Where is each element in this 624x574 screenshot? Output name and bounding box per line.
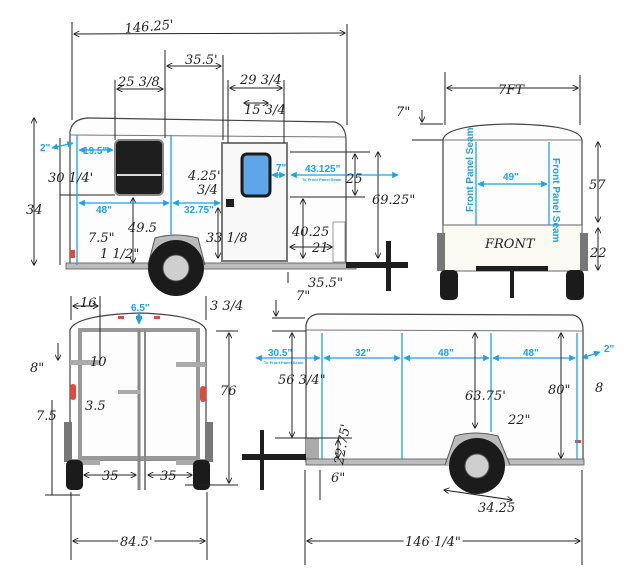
dim-latch-offset: 4.25' — [187, 169, 221, 184]
dim-front-upper-height: 57 — [589, 178, 606, 193]
dim-front-to-seam: 30.5" — [268, 348, 292, 359]
dim-front-lower-height: 22 — [589, 246, 607, 261]
dim-door-window-width: 15 3/4 — [244, 103, 286, 118]
front-box — [306, 438, 319, 462]
dim-panel-1: 32" — [355, 348, 371, 359]
dim-front-overhang: 6" — [331, 471, 345, 486]
front-lower-panel — [442, 224, 583, 272]
front-wheel-right — [566, 270, 584, 300]
dim-fender-span: 34.25 — [478, 501, 515, 516]
dim-side2-roof-height: 7" — [296, 289, 310, 304]
hinge — [70, 460, 100, 465]
side-view: 146.25' 35.5' 25 3/8 29 3/4 15 3/4 2" 19… — [26, 18, 415, 296]
dim-seam-spacing: 49" — [503, 172, 519, 183]
rear-view: 16 6.5" 3 3/4 8" 10 3.5 7.5 76 35 35 84.… — [30, 296, 243, 560]
dim-left-door-width: 35 — [102, 469, 119, 484]
dim-hinge-offset: 16 — [80, 296, 97, 311]
front-panel-label: FRONT — [484, 237, 536, 252]
dim-fender-width: 22" — [507, 413, 531, 428]
dim-overall-width: 84.5' — [120, 535, 153, 550]
side-view-2: 7" 30.5" To Front Panel Seam 32" 48" 48"… — [242, 289, 615, 565]
front-fender-right — [580, 233, 588, 271]
dim-door-to-front-seam: 43.125" — [305, 164, 341, 175]
dim-hinge-length: 10 — [90, 355, 107, 370]
jack-post — [386, 241, 391, 291]
dim-rail-height: 1 1/2" — [100, 247, 139, 262]
front-wheel-left — [440, 270, 458, 300]
dim-latch-height: 33 1/8 — [206, 231, 248, 246]
dim-window-to-door: 35.5' — [185, 53, 218, 68]
dim-front-roof-height: 7" — [396, 105, 410, 120]
roof-seam — [69, 134, 347, 138]
door-handle — [118, 390, 140, 394]
dim-window-width: 25 3/8 — [117, 75, 160, 90]
dim-light-height: 7.5" — [88, 231, 115, 246]
dim-roof-offset: 2" — [40, 143, 51, 154]
front-fender-left — [437, 233, 445, 271]
door-latch — [226, 199, 234, 207]
dim-door-window-height: 25 — [345, 172, 363, 187]
dim-rear-to-window: 19.5" — [83, 146, 107, 157]
rear-light-left — [70, 384, 76, 400]
rear-wheel-right — [193, 460, 210, 490]
door-window — [240, 152, 272, 198]
dim-overall-length: 146.25' — [124, 18, 174, 37]
note-side2-to-front-panel-seam: To Front Panel Seam — [264, 360, 304, 365]
dim-light-width: 3.5 — [85, 399, 106, 414]
dim-latch-small: 3/4 — [197, 183, 218, 198]
dim-light-height: 7.5 — [36, 409, 57, 424]
dim-front-width: 7FT — [498, 83, 525, 98]
hinge — [176, 460, 206, 465]
note-to-front-panel-seam: To Front Panel Seam — [302, 177, 342, 182]
dim-rear-height: 8 — [595, 381, 603, 396]
front-box — [332, 221, 346, 263]
front-hitch — [510, 268, 514, 298]
dim-rear-door-height: 76 — [220, 384, 237, 399]
rear-light-right — [200, 386, 206, 402]
dim-panel-3: 48" — [523, 348, 539, 359]
side2-jack-post — [260, 430, 264, 490]
dim-light-spacing: 6.5" — [131, 303, 150, 314]
dim-fender-clearance: 63.75' — [465, 389, 506, 404]
dim-front-upper-height: 56 3/4" — [278, 373, 326, 388]
dim-door-to-box: 21 — [311, 241, 329, 256]
dim-door-to-front: 35.5" — [308, 276, 343, 291]
dim-right-door-width: 35 — [160, 469, 177, 484]
dim-axle-to-latch: 32.75" — [184, 205, 214, 216]
dim-rear-offset: 2" — [604, 344, 615, 355]
dim-interior-height: 80" — [548, 383, 571, 398]
dim-side2-overall-length: 146 1/4" — [405, 535, 461, 550]
seam-label-right: Front Panel Seam — [550, 158, 561, 243]
dim-panel-2: 48" — [438, 348, 454, 359]
dim-body-height: 34 — [26, 203, 43, 218]
dim-door-height: 69.25" — [372, 193, 415, 208]
side-window — [114, 139, 164, 196]
dim-top-to-window: 30 1/4' — [48, 171, 93, 186]
side2-wheel-rim — [464, 453, 490, 479]
dim-door-window-bottom: 40.25 — [291, 225, 329, 240]
dim-door-width: 29 3/4 — [239, 73, 282, 88]
wheel-rim — [162, 254, 190, 282]
side2-body — [305, 313, 584, 463]
hinge — [176, 362, 206, 367]
tail-light — [70, 250, 75, 258]
bottom-rail — [65, 262, 357, 270]
front-view: 7" 7FT 49" Front Panel Seam Front Panel … — [396, 72, 607, 300]
hitch-tongue — [346, 262, 408, 268]
dim-window-bottom-height: 49.5 — [127, 221, 157, 236]
rear-wheel-left — [66, 460, 83, 490]
dim-rear-to-axle: 48" — [96, 205, 112, 216]
seam-label-left: Front Panel Seam — [465, 127, 476, 212]
hinge — [70, 360, 100, 365]
dim-hinge-height: 8" — [30, 361, 44, 376]
side2-hitch — [242, 454, 306, 460]
dim-front-lower-height: 22.75' — [332, 423, 354, 467]
dim-door-window-gap: 7" — [276, 163, 287, 174]
dim-side-offset: 3 3/4 — [210, 299, 243, 314]
